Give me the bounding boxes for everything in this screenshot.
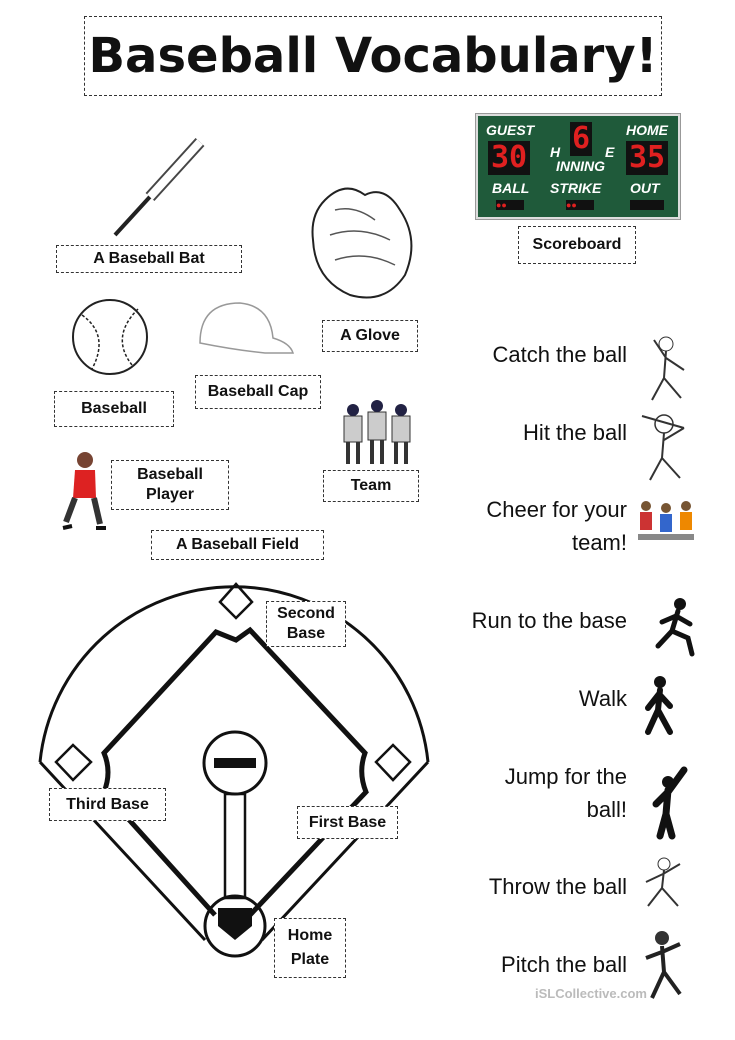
label-scoreboard: Scoreboard bbox=[518, 226, 636, 264]
jump-figure-icon bbox=[652, 766, 688, 840]
label-home-plate: Home Plate bbox=[274, 918, 346, 978]
label-player-text: Baseball Player bbox=[137, 466, 203, 503]
action-catch: Catch the ball bbox=[492, 342, 627, 367]
run-figure-icon bbox=[655, 598, 695, 657]
strike-lights: ●● bbox=[566, 200, 594, 210]
catch-figure-icon bbox=[651, 336, 685, 401]
label-third-base: Third Base bbox=[49, 788, 166, 821]
baseball-image bbox=[72, 299, 148, 375]
scoreboard-inning: 6 bbox=[570, 121, 592, 156]
ball-lights: ●● bbox=[496, 200, 524, 210]
out-lights bbox=[630, 200, 664, 210]
label-player: Baseball Player bbox=[111, 460, 229, 510]
label-team: Team bbox=[323, 470, 419, 502]
action-run: Run to the base bbox=[471, 608, 627, 633]
cheer-figures-icon bbox=[638, 501, 694, 540]
label-bat: A Baseball Bat bbox=[56, 245, 242, 273]
label-baseball: Baseball bbox=[54, 391, 174, 427]
baseball-cap-image bbox=[199, 302, 295, 354]
baseball-player-image bbox=[62, 452, 106, 530]
label-cap: Baseball Cap bbox=[195, 375, 321, 409]
label-second-base-text: Second Base bbox=[277, 605, 335, 642]
scoreboard-inning-label: INNING bbox=[556, 158, 605, 174]
scoreboard-image: GUEST HOME 30 6 35 H E INNING BALL STRIK… bbox=[476, 114, 680, 219]
scoreboard-guest-score: 30 bbox=[488, 141, 530, 175]
team-image bbox=[343, 400, 411, 464]
action-walk: Walk bbox=[578, 686, 627, 711]
scoreboard-out-label: OUT bbox=[630, 180, 660, 196]
pitch-figure-icon bbox=[645, 931, 682, 999]
action-pitch: Pitch the ball bbox=[501, 952, 627, 977]
label-field: A Baseball Field bbox=[151, 530, 324, 560]
action-hit: Hit the ball bbox=[523, 420, 627, 445]
label-first-base: First Base bbox=[297, 806, 398, 839]
throw-figure-icon bbox=[645, 857, 681, 907]
baseball-field-diagram bbox=[38, 582, 430, 958]
action-throw: Throw the ball bbox=[488, 874, 627, 899]
action-cheer: Cheer for your team! bbox=[486, 497, 627, 555]
watermark: iSLCollective.com bbox=[535, 986, 647, 1001]
label-glove: A Glove bbox=[322, 320, 418, 352]
scoreboard-e-label: E bbox=[605, 144, 615, 160]
walk-figure-icon bbox=[645, 676, 673, 735]
page-title: Baseball Vocabulary! bbox=[84, 16, 662, 96]
baseball-bat-image bbox=[113, 137, 205, 237]
scoreboard-ball-label: BALL bbox=[492, 180, 530, 196]
label-home-plate-text: Home Plate bbox=[287, 927, 333, 968]
glove-image bbox=[311, 187, 413, 299]
action-jump: Jump for the ball! bbox=[504, 764, 627, 822]
scoreboard-home-label: HOME bbox=[626, 122, 668, 138]
scoreboard-home-score: 35 bbox=[626, 141, 668, 175]
scoreboard-guest-label: GUEST bbox=[486, 122, 535, 138]
scoreboard-strike-label: STRIKE bbox=[550, 180, 602, 196]
scoreboard-h-label: H bbox=[550, 144, 561, 160]
label-second-base: Second Base bbox=[266, 601, 346, 647]
hit-figure-icon bbox=[641, 414, 685, 481]
